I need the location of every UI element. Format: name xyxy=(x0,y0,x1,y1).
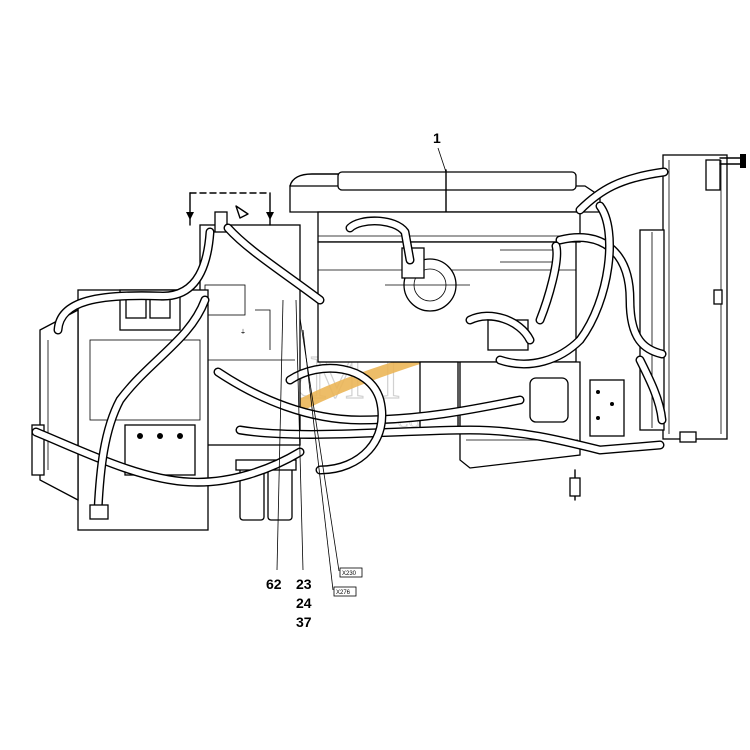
lift-bracket xyxy=(186,192,274,226)
callouts: 1 62 23 24 37 X230 X276 xyxy=(266,130,441,630)
callout-62: 62 xyxy=(266,576,282,592)
tag-box-x276 xyxy=(333,586,357,597)
ground-symbol: ⏚ xyxy=(240,329,246,336)
tag-box-x230 xyxy=(339,567,363,578)
callout-23: 23 xyxy=(296,576,312,592)
leader-1 xyxy=(437,147,447,173)
radiator xyxy=(639,154,746,443)
callout-37: 37 xyxy=(296,614,312,630)
callout-1: 1 xyxy=(433,130,441,146)
leader-lines xyxy=(276,147,447,591)
leader-62 xyxy=(276,299,284,571)
callout-24: 24 xyxy=(296,595,312,611)
engine-block xyxy=(289,169,625,501)
connector-tag-x230: X230 xyxy=(342,571,357,577)
leader-23 xyxy=(295,299,304,571)
connector-tag-x276: X276 xyxy=(336,590,351,596)
hoses xyxy=(31,167,669,520)
leader-x276 xyxy=(302,329,334,591)
